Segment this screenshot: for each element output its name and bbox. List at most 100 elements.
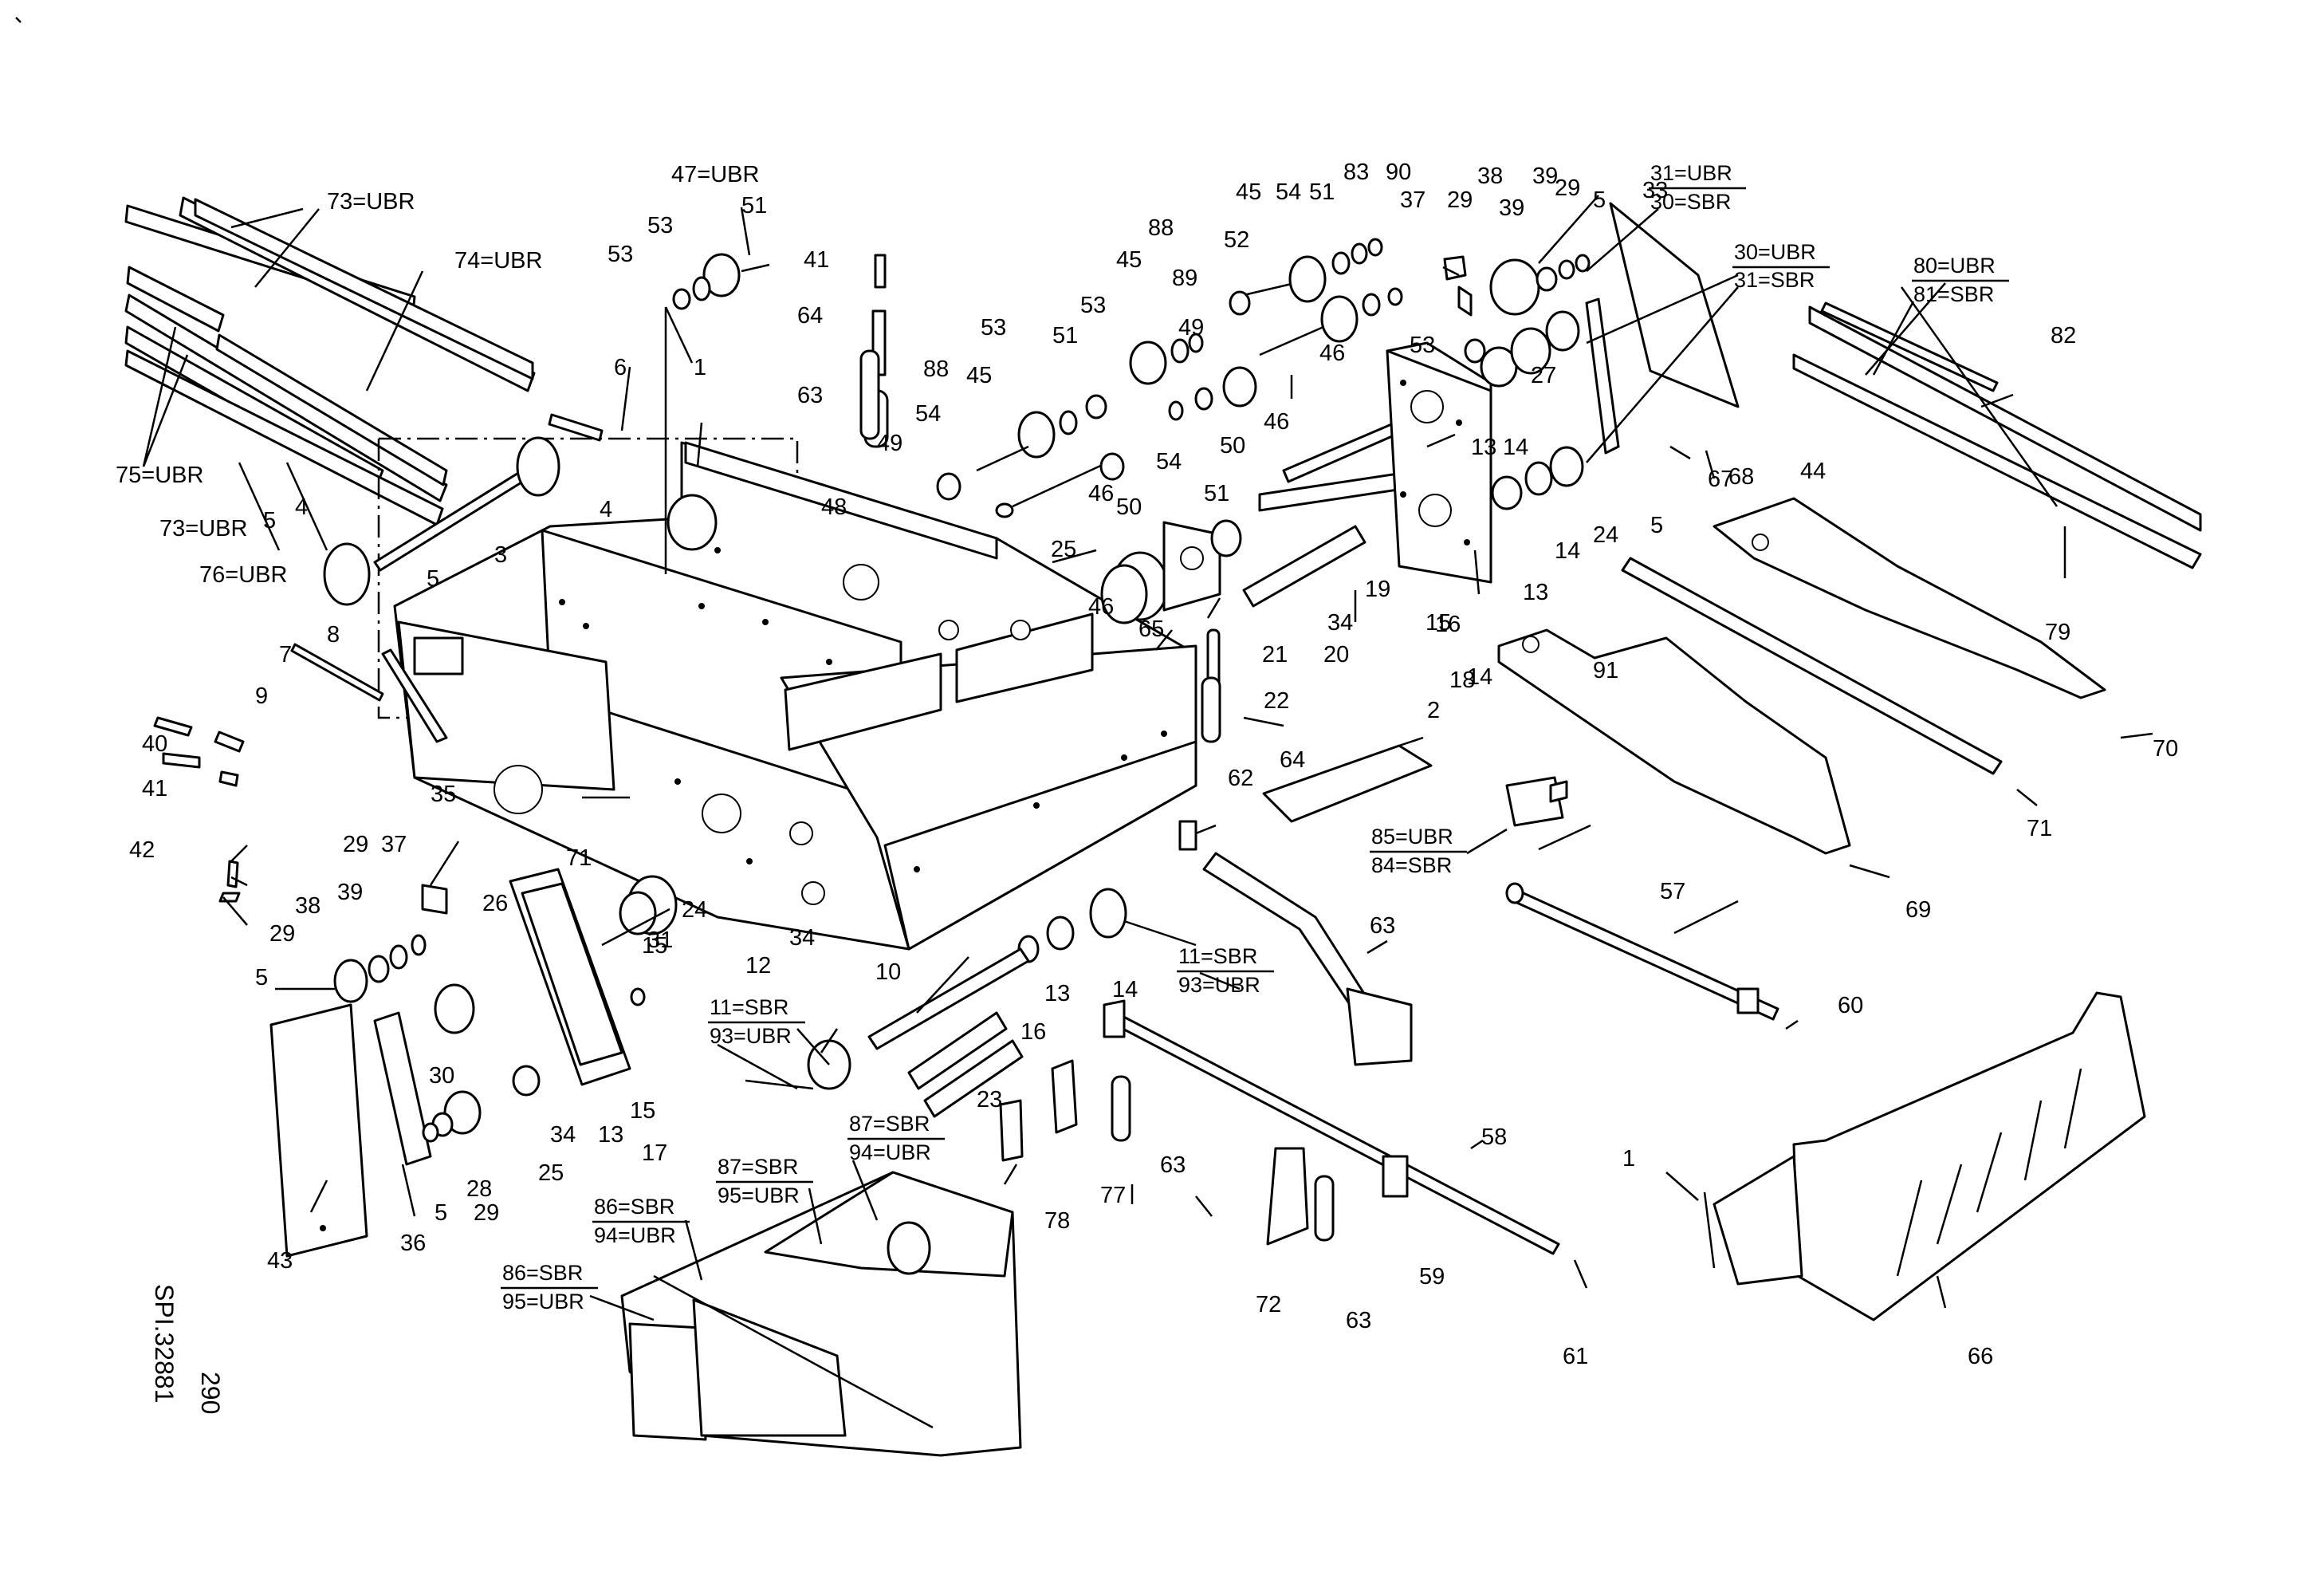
part-label: 24 (682, 897, 707, 923)
part-label: 31 (647, 927, 673, 953)
part-label: 16 (1020, 1019, 1046, 1045)
sprocket-stack-left (333, 875, 1127, 1166)
part-label: 5 (255, 965, 268, 990)
part-label: 51 (741, 193, 767, 219)
part-label: 62 (1228, 766, 1253, 791)
part-label: 51 (1309, 179, 1335, 205)
fraction-label: 11=SBR 93=UBR (1177, 944, 1274, 997)
part-label: 46 (1319, 341, 1345, 366)
svg-text:87=SBR: 87=SBR (718, 1155, 798, 1179)
part-label: 76=UBR (199, 562, 287, 588)
part-label: 90 (1386, 160, 1411, 185)
part-label: 63 (797, 383, 823, 408)
part-label: 72 (1256, 1292, 1281, 1317)
part-label: 13 (1044, 981, 1070, 1006)
part-label: 89 (1172, 266, 1197, 291)
bracket-78-79 (999, 1059, 1078, 1162)
part-label: 45 (1116, 247, 1142, 273)
leader-lines (142, 195, 2153, 1309)
part-label: 49 (1178, 315, 1204, 341)
part-label: 8 (327, 622, 340, 648)
part-label: 34 (550, 1122, 576, 1148)
corner-mark (15, 17, 22, 23)
part-label: 12 (745, 953, 771, 979)
part-labels: 73=UBR 74=UBR 75=UBR 73=UBR 76=UBR 47=UB… (116, 160, 2178, 1369)
part-label: 66 (1968, 1344, 1993, 1369)
part-label: 29 (269, 921, 295, 947)
part-label: 15 (1425, 610, 1451, 636)
part-label: 71 (2027, 816, 2052, 841)
small-hardware (153, 266, 1716, 1269)
fraction-label: 85=UBR 84=SBR (1370, 825, 1467, 877)
drawing-code: SPI.32881 (150, 1284, 179, 1403)
bearing-housing-17 (509, 868, 631, 1086)
svg-text:81=SBR: 81=SBR (1913, 282, 1994, 306)
part-label: 39 (337, 880, 363, 905)
part-label: 40 (142, 731, 167, 757)
svg-text:86=SBR: 86=SBR (502, 1261, 583, 1285)
svg-text:30=SBR: 30=SBR (1650, 190, 1731, 214)
central-shaft-stack (936, 238, 1403, 518)
fraction-label: 30=UBR 31=SBR (1732, 240, 1830, 292)
cover-65 (1713, 991, 2146, 1321)
page-number: 290 (196, 1372, 225, 1414)
svg-text:31=SBR: 31=SBR (1734, 268, 1815, 292)
fraction-label: 11=SBR 93=UBR (708, 995, 805, 1048)
part-label: 37 (1400, 187, 1425, 213)
part-label: 25 (538, 1160, 564, 1186)
bracket-77 (1266, 1147, 1309, 1246)
variant-fractions: 31=UBR 30=SBR 30=UBR 31=SBR 80=UBR 81=SB… (501, 161, 2009, 1313)
part-label: 53 (1080, 293, 1106, 318)
fraction-leaders (589, 208, 1915, 1321)
part-label: 54 (1276, 179, 1301, 205)
part-label: 45 (1236, 179, 1261, 205)
part-label: 54 (1156, 449, 1182, 475)
part-label: 5 (263, 508, 276, 534)
part-label: 46 (1088, 481, 1114, 506)
part-label: 24 (1593, 522, 1618, 548)
part-label: 75=UBR (116, 463, 203, 488)
part-label: 50 (1220, 433, 1245, 459)
part-label: 51 (1052, 323, 1078, 349)
part-label: 83 (1343, 160, 1369, 185)
part-label: 38 (295, 893, 320, 919)
disc-67 (494, 765, 543, 814)
part-label: 67 (1708, 467, 1733, 492)
part-label: 50 (1116, 494, 1142, 520)
part-label: 70 (2153, 736, 2178, 762)
part-label: 63 (1346, 1308, 1371, 1333)
sprocket-group-right (1443, 254, 1620, 510)
main-housing (393, 441, 1197, 951)
part-label: 14 (1503, 435, 1528, 460)
part-label: 42 (129, 837, 155, 863)
part-label: 39 (1499, 195, 1524, 221)
svg-text:93=UBR: 93=UBR (710, 1024, 792, 1048)
part-label: 53 (981, 315, 1006, 341)
part-label: 14 (1467, 664, 1492, 690)
part-label: 15 (630, 1098, 655, 1124)
part-label: 65 (1138, 616, 1164, 642)
part-label: 14 (1555, 538, 1580, 564)
part-label: 51 (1204, 481, 1229, 506)
part-label: 36 (400, 1231, 426, 1256)
cover-43 (269, 1003, 368, 1258)
part-label: 41 (142, 776, 167, 801)
part-label: 19 (1365, 577, 1390, 602)
part-label: 39 (1532, 163, 1558, 189)
strip-group-top-right (1792, 301, 2202, 569)
part-label: 88 (1148, 215, 1174, 241)
fraction-label: 87=SBR 95=UBR (716, 1155, 813, 1207)
bracket-group (1497, 497, 2106, 855)
part-label: 4 (600, 497, 612, 522)
part-label: 13 (1471, 435, 1496, 460)
part-label: 6 (614, 355, 627, 380)
part-label: 5 (1593, 187, 1606, 213)
part-label: 63 (1160, 1152, 1186, 1178)
part-label: 41 (804, 247, 829, 273)
part-label: 34 (1327, 610, 1353, 636)
part-label: 16 (1435, 612, 1461, 637)
svg-text:30=UBR: 30=UBR (1734, 240, 1816, 264)
part-label: 59 (1419, 1264, 1445, 1290)
part-label: 43 (267, 1248, 293, 1274)
